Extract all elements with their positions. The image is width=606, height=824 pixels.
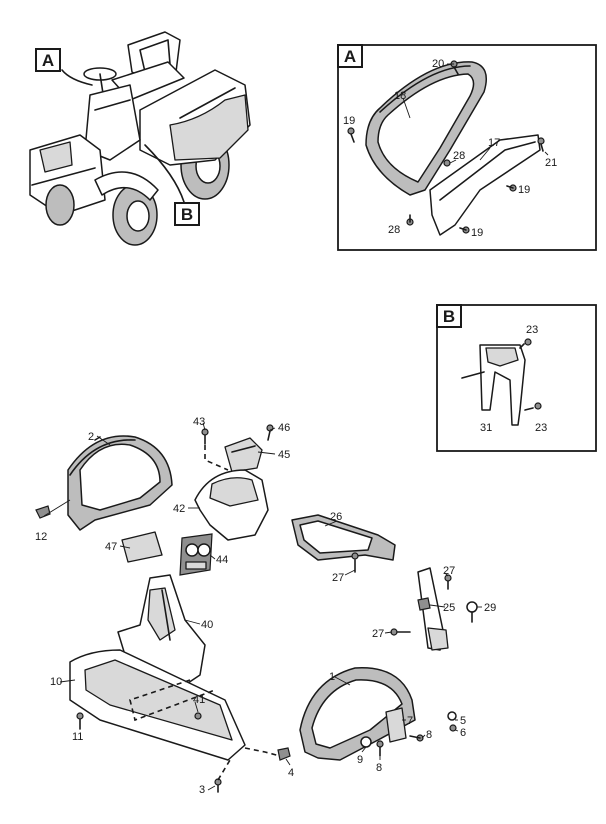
label-28: 28 xyxy=(388,224,400,236)
label-23: 23 xyxy=(526,324,538,336)
label-27: 27 xyxy=(332,572,344,584)
label-19: 19 xyxy=(518,184,530,196)
label-29: 29 xyxy=(484,602,496,614)
label-11: 11 xyxy=(72,731,83,743)
screw-icon xyxy=(347,60,545,234)
label-23: 23 xyxy=(535,422,547,434)
label-25: 25 xyxy=(443,602,455,614)
label-27: 27 xyxy=(372,628,384,640)
label-3: 3 xyxy=(199,784,205,796)
label-1: 1 xyxy=(329,671,335,683)
label-19: 19 xyxy=(471,227,483,239)
label-8: 8 xyxy=(426,729,432,741)
label-44: 44 xyxy=(216,554,228,566)
label-10: 10 xyxy=(50,676,62,688)
label-26: 26 xyxy=(330,511,342,523)
exploded-parts: 2 43 46 45 42 12 47 44 26 27 40 27 25 29… xyxy=(35,416,496,796)
label-20: 20 xyxy=(432,58,444,70)
label-4: 4 xyxy=(288,767,294,779)
label-41: 41 xyxy=(193,694,205,706)
label-21: 21 xyxy=(545,157,557,169)
label-12: 12 xyxy=(35,531,47,543)
detail-a-panel: A 20 18 19 17 28 21 19 28 19 xyxy=(337,44,597,251)
tractor-overview: A B xyxy=(29,31,251,246)
label-45: 45 xyxy=(278,449,290,461)
callout-b-label: B xyxy=(181,205,193,224)
detail-b-tag: B xyxy=(443,307,455,326)
label-27: 27 xyxy=(443,565,455,577)
label-46: 46 xyxy=(278,422,290,434)
label-31: 31 xyxy=(480,422,492,434)
label-19: 19 xyxy=(343,115,355,127)
label-17: 17 xyxy=(488,137,500,149)
label-42: 42 xyxy=(173,503,185,515)
label-43: 43 xyxy=(193,416,205,428)
callout-a-label: A xyxy=(42,51,54,70)
label-8: 8 xyxy=(376,762,382,774)
label-28: 28 xyxy=(453,150,465,162)
label-47: 47 xyxy=(105,541,117,553)
label-9: 9 xyxy=(357,754,363,766)
detail-b-panel: B 23 31 23 xyxy=(436,304,597,452)
label-2: 2 xyxy=(88,431,94,443)
label-40: 40 xyxy=(201,619,213,631)
label-6: 6 xyxy=(460,727,466,739)
label-18: 18 xyxy=(394,90,406,102)
label-7: 7 xyxy=(407,715,413,727)
label-5: 5 xyxy=(460,715,466,727)
detail-a-tag: A xyxy=(344,47,356,66)
